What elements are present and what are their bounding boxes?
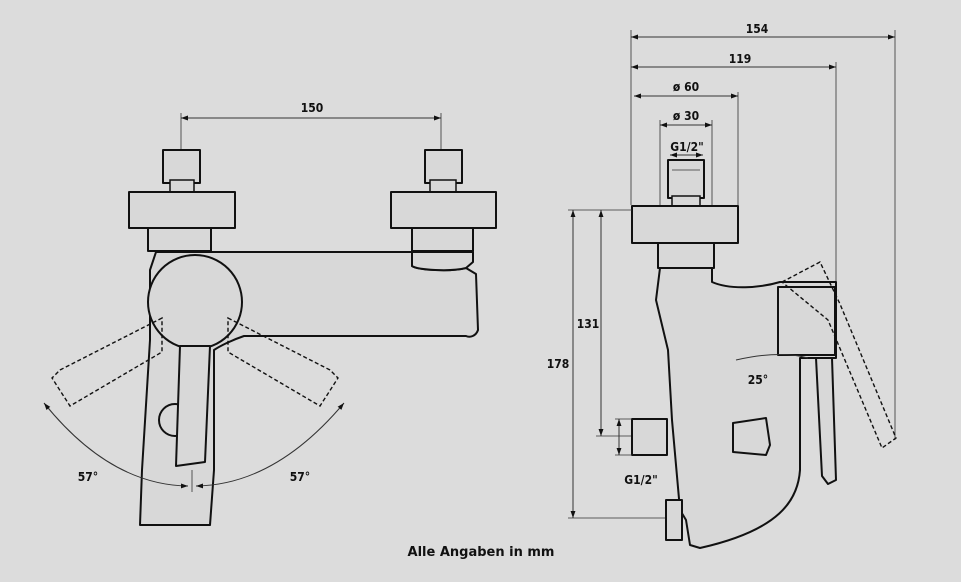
dim-label-thread-bottom: G1/2" <box>624 473 657 487</box>
left-nut <box>162 149 201 184</box>
side-nut <box>667 159 705 199</box>
lever-swung-left <box>51 316 163 407</box>
caption: Alle Angaben in mm <box>408 545 555 560</box>
dim-label-178: 178 <box>547 357 570 371</box>
front-view: 150 57° 57° <box>43 101 497 526</box>
dim-label-d30: ø 30 <box>673 109 699 123</box>
side-thread <box>671 195 701 207</box>
side-bottom-thread <box>631 418 668 456</box>
dim-label-150: 150 <box>301 101 324 115</box>
side-rosette <box>631 205 739 244</box>
right-nut <box>424 149 463 184</box>
dim-label-131: 131 <box>577 317 600 331</box>
side-view: 154 119 ø 60 ø 30 G1/2" 178 131 G1/2" <box>547 22 897 549</box>
left-thread <box>169 179 195 193</box>
right-eccentric <box>411 227 474 252</box>
dim-label-119: 119 <box>729 52 752 66</box>
right-thread <box>429 179 457 193</box>
side-lever-handle <box>815 357 837 485</box>
left-eccentric <box>147 227 212 252</box>
side-diverter-knob <box>732 417 771 456</box>
dim-label-d60: ø 60 <box>673 80 699 94</box>
right-rosette <box>390 191 497 229</box>
dim-label-thread-top: G1/2" <box>670 140 703 154</box>
left-rosette <box>128 191 236 229</box>
side-eccentric <box>657 242 715 269</box>
angle-label-right: 57° <box>290 470 310 484</box>
lever-handle <box>175 345 211 467</box>
angle-arc-right <box>195 402 345 489</box>
angle-arc-left <box>43 402 189 489</box>
right-coupling <box>411 251 474 272</box>
side-spout-outlet <box>665 499 683 541</box>
angle-label-left: 57° <box>78 470 98 484</box>
side-lever-hub <box>777 286 836 356</box>
side-lever-swung <box>780 261 897 450</box>
angle-arc-25 <box>735 353 809 361</box>
dim-label-154: 154 <box>746 22 769 36</box>
angle-label-25: 25° <box>748 373 768 387</box>
